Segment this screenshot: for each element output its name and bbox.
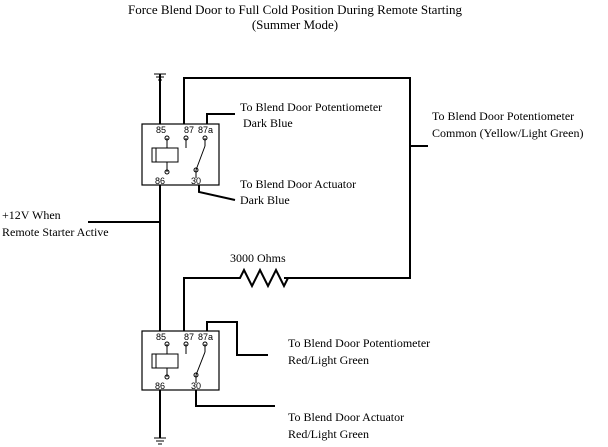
relay1-actuator-label-line1: To Blend Door Actuator	[240, 177, 356, 191]
wire-relay1-30-to-actuator	[198, 185, 236, 201]
relay1-actuator-label-line2: Dark Blue	[240, 193, 290, 207]
relay-1: 85 87 87a 86 30	[141, 123, 220, 186]
relay2-pot-label-line2: Red/Light Green	[288, 353, 369, 367]
ground-symbol-bottom	[154, 437, 166, 445]
wire-common-loop	[183, 77, 411, 279]
power-label-line1: +12V When	[2, 208, 61, 222]
relay2-pot-label-line1: To Blend Door Potentiometer	[288, 336, 430, 350]
relay-1-pin-87-label: 87	[184, 125, 194, 135]
common-label-line1: To Blend Door Potentiometer	[432, 109, 574, 123]
power-label-line2: Remote Starter Active	[2, 225, 109, 239]
wire-relay2-87a-to-pot	[206, 321, 268, 356]
diagram-title-line1: Force Blend Door to Full Cold Position D…	[128, 2, 463, 17]
relay-2-coil-icon	[151, 341, 179, 380]
relay1-pot-label-line1: To Blend Door Potentiometer	[240, 100, 382, 114]
relay2-actuator-label-line2: Red/Light Green	[288, 427, 369, 441]
relay-2-body	[141, 330, 220, 391]
resistor-label: 3000 Ohms	[230, 251, 286, 265]
resistor-3000-ohm-icon	[183, 267, 289, 335]
relay-2: 85 87 87a 86 30	[141, 330, 220, 391]
relay-2-pin-87-label: 87	[184, 332, 194, 342]
wire-relay1-87a-to-pot	[206, 113, 235, 124]
relay1-pot-label-line2: Dark Blue	[243, 116, 293, 130]
relay-1-pin-85-label: 85	[156, 125, 166, 135]
relay-2-pin-85-label: 85	[156, 332, 166, 342]
relay-1-pin-87a-label: 87a	[198, 125, 213, 135]
relay-1-coil-icon	[151, 135, 179, 175]
relay-1-pin-30-label: 30	[191, 176, 201, 186]
relay-1-pin-86-label: 86	[155, 176, 165, 186]
wire-relay2-30-to-actuator	[195, 390, 275, 407]
relay-1-body	[141, 123, 220, 186]
relay-2-switch-icon	[183, 341, 208, 383]
relay-1-switch-icon	[183, 135, 208, 178]
relay-2-pin-30-label: 30	[191, 381, 201, 391]
diagram-title-line2: (Summer Mode)	[252, 17, 338, 32]
relay-2-pin-86-label: 86	[155, 381, 165, 391]
relay-2-pin-87a-label: 87a	[198, 332, 213, 342]
common-label-line2: Common (Yellow/Light Green)	[432, 126, 583, 140]
relay2-actuator-label-line1: To Blend Door Actuator	[288, 410, 404, 424]
